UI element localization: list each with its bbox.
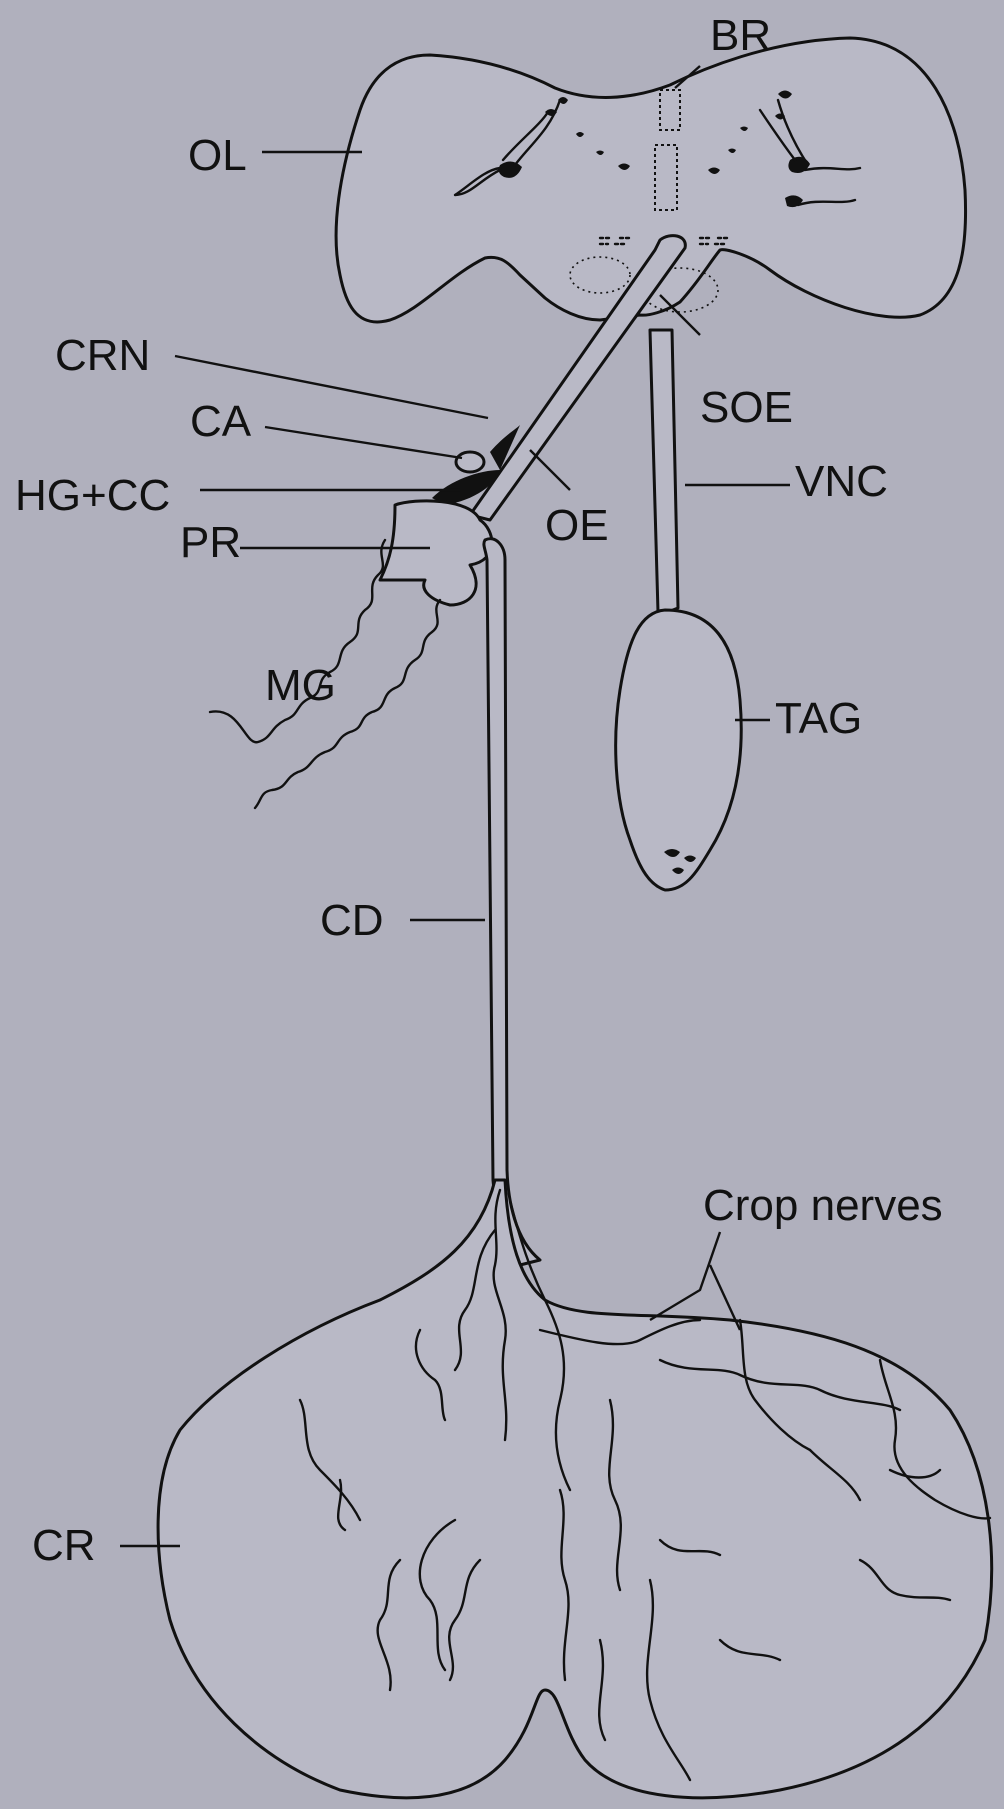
label-vnc: VNC (795, 457, 888, 506)
label-crop-nerves: Crop nerves (703, 1181, 943, 1230)
label-tag: TAG (775, 694, 862, 743)
crop (158, 1180, 992, 1798)
label-hg-cc: HG+CC (15, 471, 170, 520)
thoracico-abdominal-ganglion (616, 610, 742, 890)
proventriculus (380, 501, 492, 605)
label-cr: CR (32, 1521, 96, 1570)
ventral-nerve-cord (650, 330, 678, 612)
label-crn: CRN (55, 331, 150, 380)
crop-duct (484, 539, 540, 1265)
midgut-line-1 (210, 540, 385, 742)
label-oe: OE (545, 501, 609, 550)
label-ca: CA (190, 397, 252, 446)
label-ol: OL (188, 131, 247, 180)
label-cd: CD (320, 896, 384, 945)
label-pr: PR (180, 518, 241, 567)
label-soe: SOE (700, 383, 793, 432)
label-mg: MG (265, 661, 336, 710)
label-br: BR (710, 11, 771, 60)
